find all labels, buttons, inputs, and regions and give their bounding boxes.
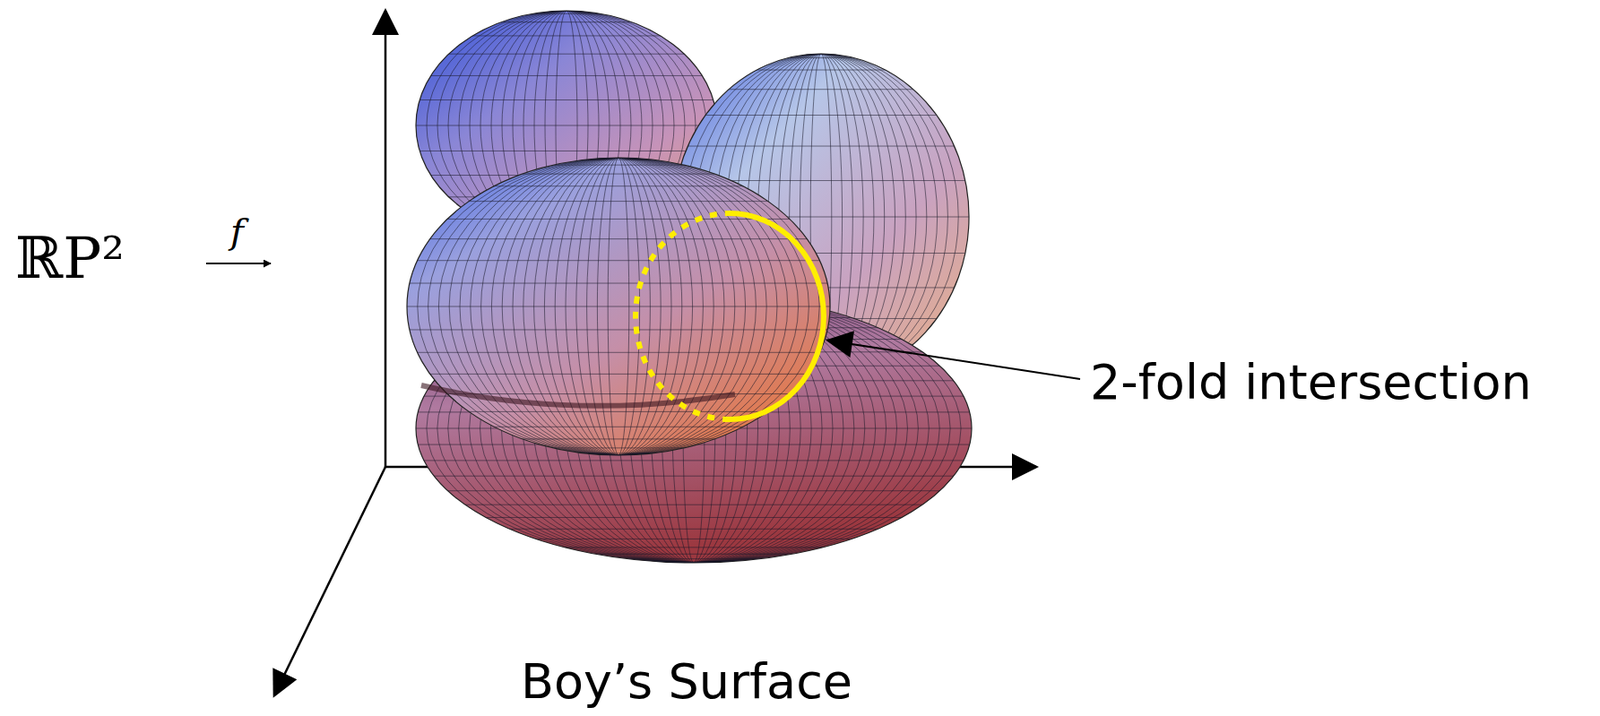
map-label: f bbox=[230, 213, 244, 250]
map-arrow bbox=[206, 263, 271, 265]
coordinate-axes bbox=[274, 10, 1037, 696]
space-label: ℝP² bbox=[15, 229, 125, 287]
surface-lobe bbox=[406, 157, 831, 456]
callout-label: 2-fold intersection bbox=[1089, 358, 1532, 407]
surface-mesh bbox=[406, 10, 972, 563]
intersection-curve bbox=[635, 213, 824, 420]
leader-arrow bbox=[828, 340, 1081, 380]
surface-crease bbox=[421, 385, 736, 407]
figure-caption: Boy’s Surface bbox=[520, 657, 853, 707]
